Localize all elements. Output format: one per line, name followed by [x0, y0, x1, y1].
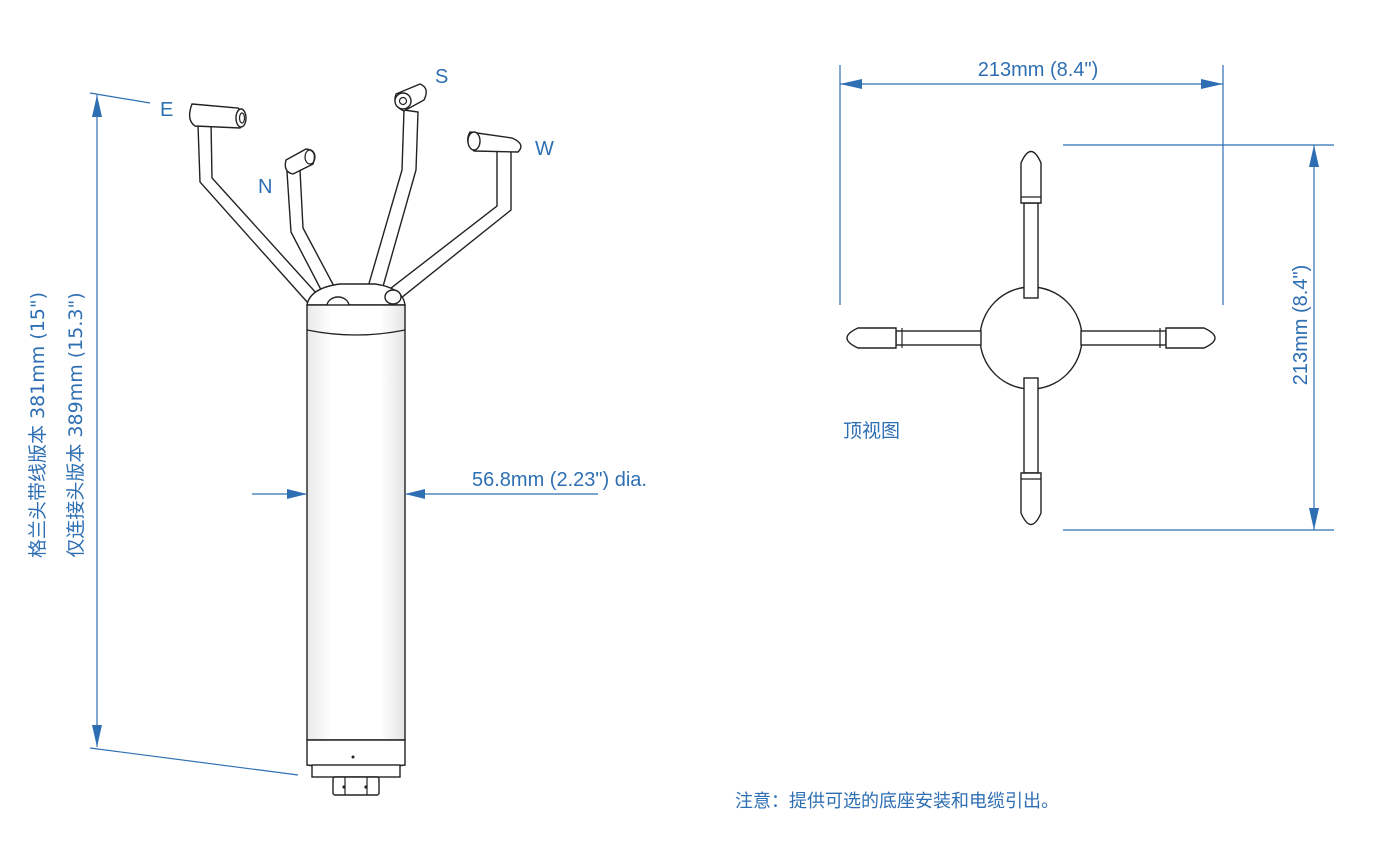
top-view: 213mm (8.4") 213mm (8.4") [839, 59, 1334, 531]
top-height-label: 213mm (8.4") [1290, 265, 1312, 385]
diameter-label: 56.8mm (2.23") dia. [472, 469, 647, 491]
transducer-west [467, 131, 522, 153]
height-label-connector: 仅连接头版本 389mm (15.3") [65, 292, 87, 557]
transducer-heads [188, 83, 522, 175]
arm-south [367, 109, 419, 291]
label-west: W [535, 138, 554, 160]
transducer-north [284, 148, 316, 175]
transducer-south [394, 83, 427, 112]
installation-note: 注意：提供可选的底座安装和电缆引出。 [735, 791, 1059, 812]
top-arms [846, 150, 1216, 526]
diameter-dimension: 56.8mm (2.23") dia. [252, 469, 647, 499]
top-view-caption: 顶视图 [843, 420, 900, 442]
width-label: 213mm (8.4") [978, 59, 1098, 81]
top-hub [979, 286, 1083, 390]
label-east: E [160, 99, 173, 121]
label-south: S [435, 66, 448, 88]
height-dimension: 格兰头带线版本 381mm (15") 仅连接头版本 389mm (15.3") [27, 92, 299, 776]
sensor-body [306, 304, 406, 796]
width-dimension: 213mm (8.4") [839, 59, 1224, 305]
label-north: N [258, 176, 272, 198]
side-view: 格兰头带线版本 381mm (15") 仅连接头版本 389mm (15.3") [27, 66, 647, 796]
height-label-gland: 格兰头带线版本 381mm (15") [27, 292, 49, 558]
sensor-arms [197, 109, 512, 310]
top-height-dimension: 213mm (8.4") [1063, 144, 1334, 531]
transducer-east [188, 103, 247, 129]
